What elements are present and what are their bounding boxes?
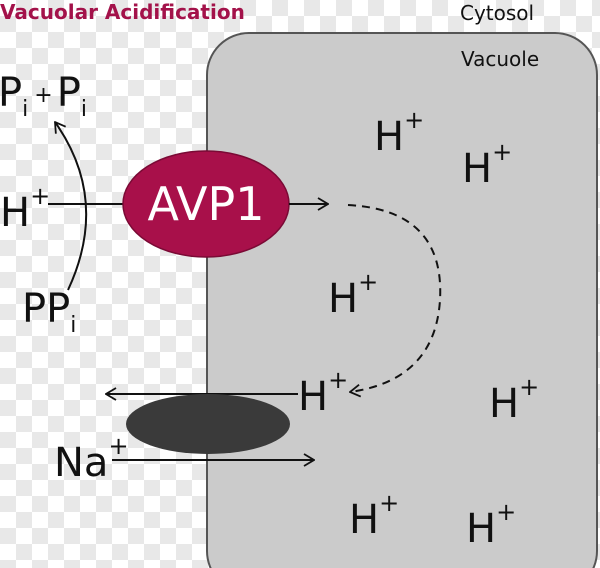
svg-text:H+: H+ — [489, 373, 539, 427]
pi-plus-pi-label: Pi+Pi — [0, 70, 87, 122]
cytosol-label: Cytosol — [460, 1, 534, 25]
svg-text:H+: H+ — [374, 106, 424, 160]
hydrolysis-arrow — [55, 122, 88, 291]
diagram-title: Vacuolar Acidification — [0, 0, 245, 24]
cytosol-proton-label: H+ — [0, 182, 50, 236]
svg-text:H+: H+ — [349, 489, 399, 543]
antiporter-proton-label: H+ — [298, 366, 348, 420]
vacuole-compartment — [206, 32, 598, 568]
svg-text:Pi+Pi: Pi+Pi — [0, 70, 87, 122]
vacuole-protons: H+ H+ H+ H+ H+ H+ — [328, 106, 539, 552]
avp1-label: AVP1 — [148, 177, 265, 231]
nhx-antiporter — [126, 394, 290, 454]
svg-text:H+: H+ — [466, 498, 516, 552]
svg-text:H+: H+ — [328, 268, 378, 322]
sodium-label: Na+ — [54, 432, 129, 486]
vacuole-label: Vacuole — [461, 47, 539, 71]
svg-text:H+: H+ — [462, 138, 512, 192]
ppi-label: PPi — [22, 286, 76, 338]
